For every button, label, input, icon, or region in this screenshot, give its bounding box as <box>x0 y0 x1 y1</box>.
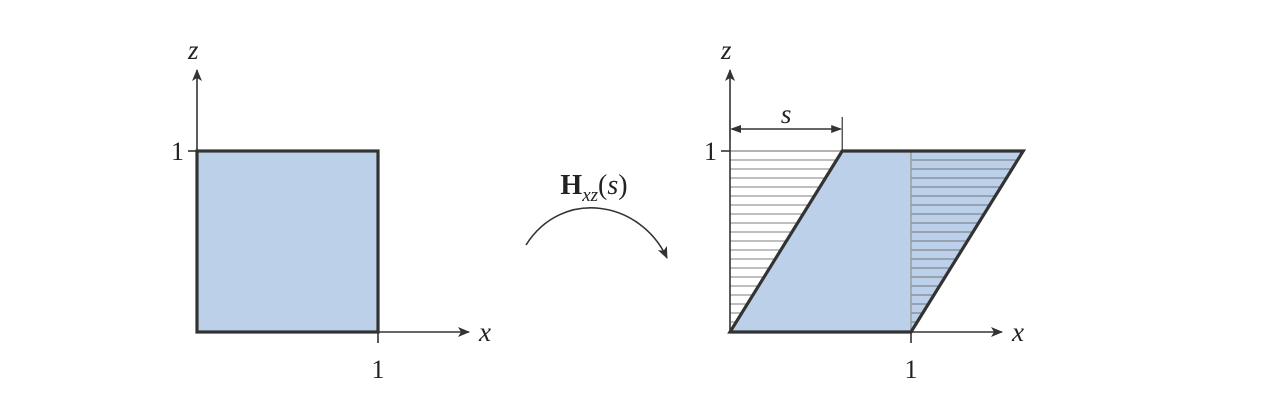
right-plot: x z 1 1 s <box>704 35 1027 384</box>
operator-subscript: xz <box>581 185 598 206</box>
shift-dimension-arrowhead-left <box>730 125 741 133</box>
right-tick-x-label: 1 <box>905 355 918 384</box>
operator-symbol: H <box>560 170 582 201</box>
right-x-axis-label: x <box>1011 317 1024 347</box>
unit-square <box>195 149 380 334</box>
right-z-axis-label: z <box>720 35 732 65</box>
operator-param: s <box>607 170 618 201</box>
operator-open-paren: ( <box>598 170 607 201</box>
transform: Hxz(s) <box>525 170 668 259</box>
shear-operator-label: Hxz(s) <box>560 170 627 206</box>
left-tick-x-label: 1 <box>372 355 385 384</box>
left-x-axis-label: x <box>478 317 491 347</box>
shift-dimension-arrowhead-right <box>831 125 843 133</box>
shift-s-label: s <box>781 99 792 129</box>
left-plot: x z 1 1 <box>171 35 491 384</box>
operator-close-paren: ) <box>618 170 627 201</box>
left-z-axis-label: z <box>187 35 199 65</box>
curved-arrow <box>525 207 668 259</box>
left-tick-z-label: 1 <box>171 137 184 166</box>
right-tick-z-label: 1 <box>704 137 717 166</box>
sheared-parallelogram-outline <box>727 149 1027 334</box>
